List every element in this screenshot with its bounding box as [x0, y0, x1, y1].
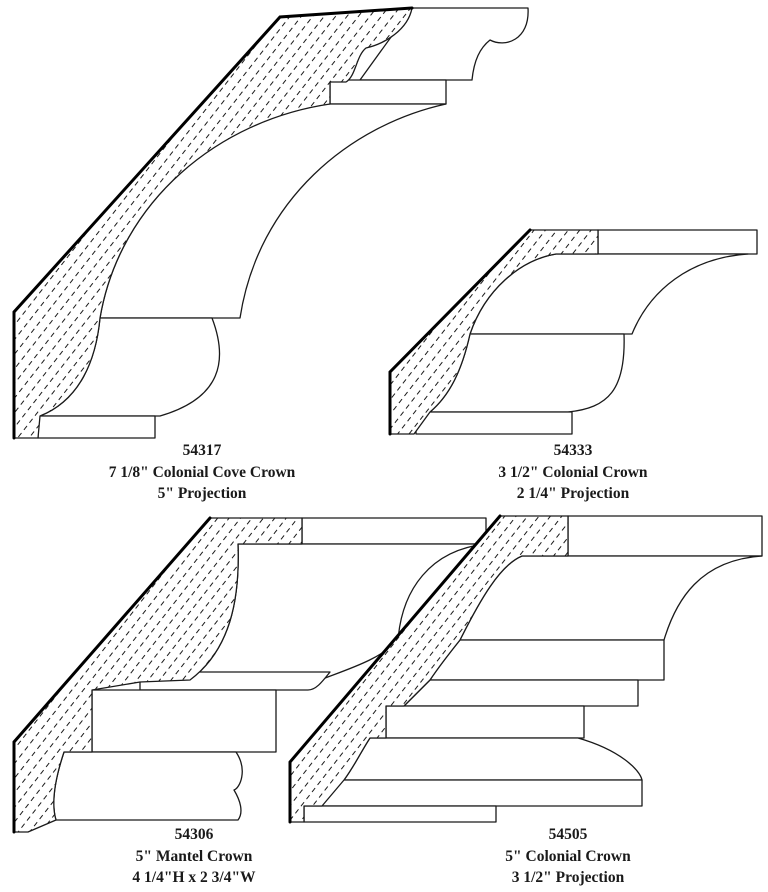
- face-top-fillet: [597, 229, 758, 255]
- face-bottom-fillet: [303, 805, 497, 823]
- face-bottom-fillet: [37, 415, 156, 439]
- molding-spec: 2 1/4" Projection: [516, 485, 630, 502]
- face-bottom-step: [321, 779, 643, 807]
- caption-54317: 54317 7 1/8" Colonial Cove Crown 5" Proj…: [52, 440, 352, 505]
- face-fillet-1: [429, 639, 665, 681]
- face-top-fillet: [329, 79, 447, 105]
- hatched-end-grain: [289, 515, 569, 823]
- profile-54306: [12, 516, 487, 834]
- hatched-end-grain: [13, 7, 413, 439]
- hatched-end-grain: [389, 229, 599, 435]
- part-number: 54505: [548, 826, 588, 843]
- profile-54505: [288, 514, 763, 824]
- molding-spec: 4 1/4"H x 2 3/4"W: [132, 869, 256, 886]
- face-fillet-3: [385, 705, 585, 739]
- part-number: 54306: [174, 826, 214, 843]
- caption-54505: 54505 5" Colonial Crown 3 1/2" Projectio…: [418, 824, 718, 889]
- back-edge: [288, 514, 502, 824]
- face-bottom-fillet: [415, 411, 573, 435]
- molding-spec: 5" Projection: [157, 485, 247, 502]
- molding-spec: 3 1/2" Projection: [511, 869, 625, 886]
- molding-description: 5" Colonial Crown: [505, 847, 631, 865]
- face-cove: [99, 103, 447, 319]
- profile-54333: [388, 228, 758, 436]
- molding-description: 5" Mantel Crown: [135, 847, 253, 865]
- hatched-end-grain: [13, 517, 303, 833]
- face-block: [91, 689, 277, 753]
- back-edge: [388, 228, 532, 436]
- face-top-fillet: [567, 515, 763, 557]
- molding-description: 7 1/8" Colonial Cove Crown: [108, 463, 296, 481]
- back-edge: [12, 6, 414, 440]
- caption-54333: 54333 3 1/2" Colonial Crown 2 1/4" Proje…: [423, 440, 723, 505]
- face-top-fillet: [301, 517, 487, 545]
- part-number: 54317: [182, 442, 222, 459]
- profile-54317: [12, 6, 529, 440]
- caption-54306: 54306 5" Mantel Crown 4 1/4"H x 2 3/4"W: [44, 824, 344, 889]
- face-ovolo: [343, 737, 643, 781]
- face-fillet-2: [403, 679, 639, 707]
- part-number: 54333: [553, 442, 593, 459]
- molding-description: 3 1/2" Colonial Crown: [498, 463, 648, 481]
- back-edge: [12, 516, 212, 834]
- face-bottom-bead: [53, 751, 243, 821]
